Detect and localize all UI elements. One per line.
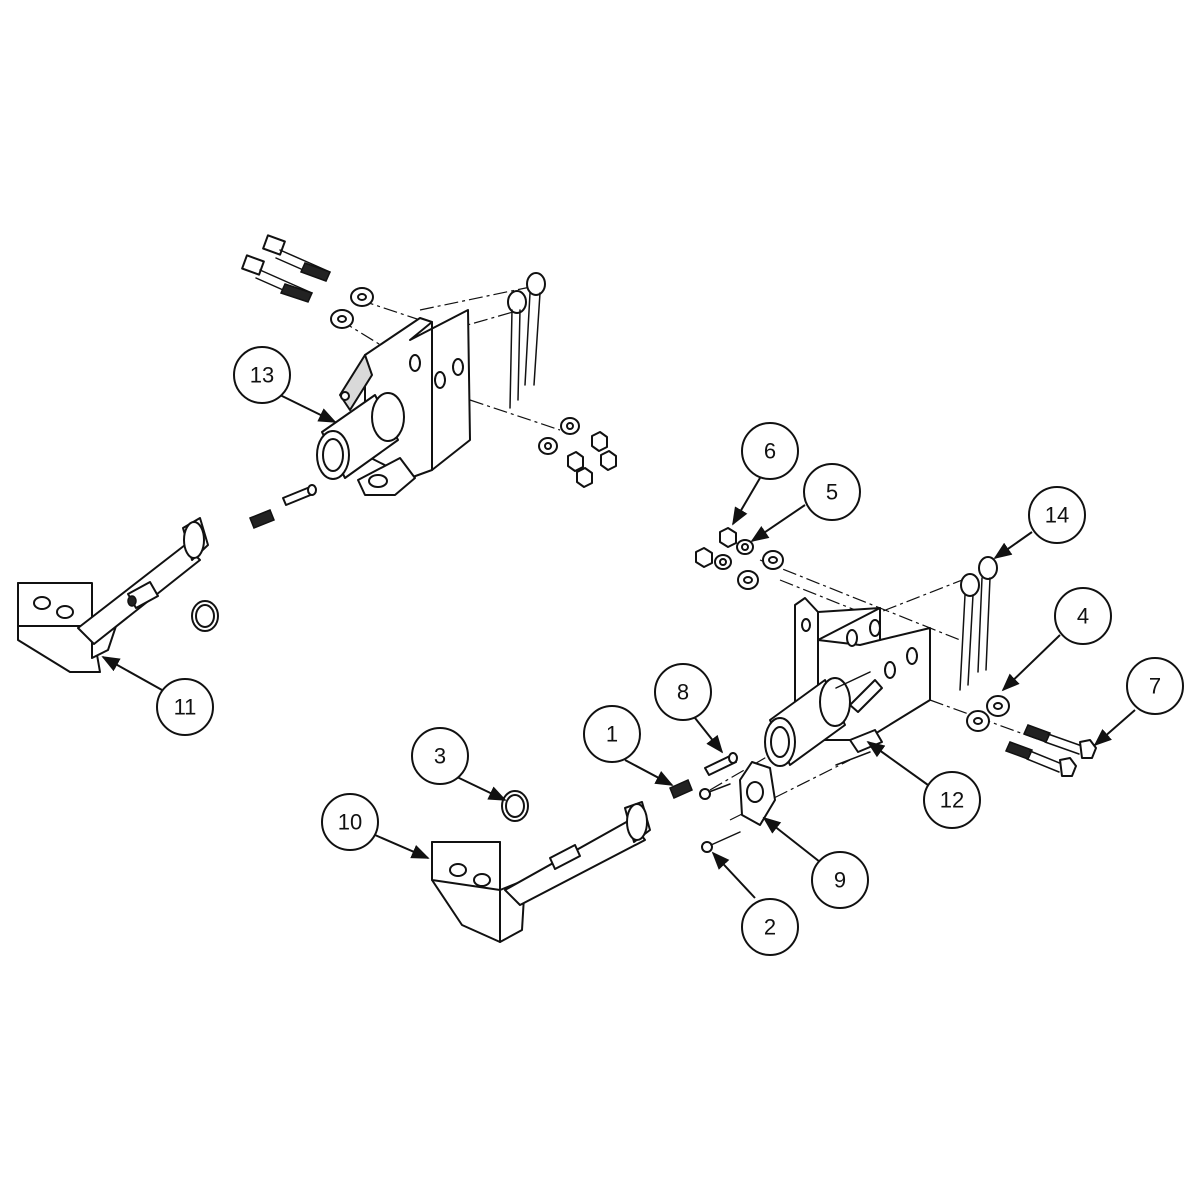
svg-text:13: 13 — [250, 363, 274, 388]
callout-14: 14 — [993, 486, 1086, 560]
upper-mount-bracket-assembly — [241, 234, 617, 496]
svg-text:5: 5 — [826, 480, 838, 505]
svg-text:2: 2 — [764, 915, 776, 940]
svg-text:11: 11 — [174, 695, 197, 720]
svg-text:1: 1 — [606, 722, 618, 747]
detent-pin — [282, 484, 317, 506]
snap-ring — [191, 600, 219, 632]
svg-text:7: 7 — [1149, 674, 1161, 699]
callout-11: 11 — [101, 656, 214, 736]
callout-6: 6 — [732, 422, 799, 526]
callout-5: 5 — [750, 463, 861, 543]
svg-text:14: 14 — [1045, 503, 1069, 528]
long-bolt — [262, 234, 332, 282]
long-bolt — [241, 254, 314, 303]
callout-1: 1 — [583, 705, 674, 786]
callout-8: 8 — [654, 663, 724, 754]
retainer-plate — [739, 761, 776, 826]
svg-text:9: 9 — [834, 868, 846, 893]
svg-text:10: 10 — [338, 810, 362, 835]
svg-text:12: 12 — [940, 788, 964, 813]
callout-2: 2 — [711, 851, 799, 956]
right-mount-bracket-assembly — [695, 527, 1041, 821]
svg-text:3: 3 — [434, 744, 446, 769]
svg-text:8: 8 — [677, 680, 689, 705]
callout-12: 12 — [866, 740, 981, 829]
screw — [699, 783, 731, 800]
svg-text:6: 6 — [764, 439, 776, 464]
pull-pin — [704, 752, 738, 776]
bolt — [1022, 724, 1097, 759]
screw — [701, 831, 741, 853]
snap-ring — [501, 790, 529, 822]
spring — [669, 778, 693, 800]
callout-7: 7 — [1093, 657, 1184, 747]
callout-4: 4 — [1001, 587, 1112, 692]
callout-9: 9 — [762, 816, 869, 909]
callout-13: 13 — [233, 346, 337, 423]
set-screw — [249, 509, 275, 529]
lower-push-tube-assembly — [431, 801, 651, 943]
left-push-tube-assembly — [17, 517, 209, 673]
bolt — [1004, 741, 1077, 777]
callout-10: 10 — [321, 793, 430, 859]
callout-3: 3 — [411, 727, 507, 801]
svg-text:4: 4 — [1077, 604, 1089, 629]
